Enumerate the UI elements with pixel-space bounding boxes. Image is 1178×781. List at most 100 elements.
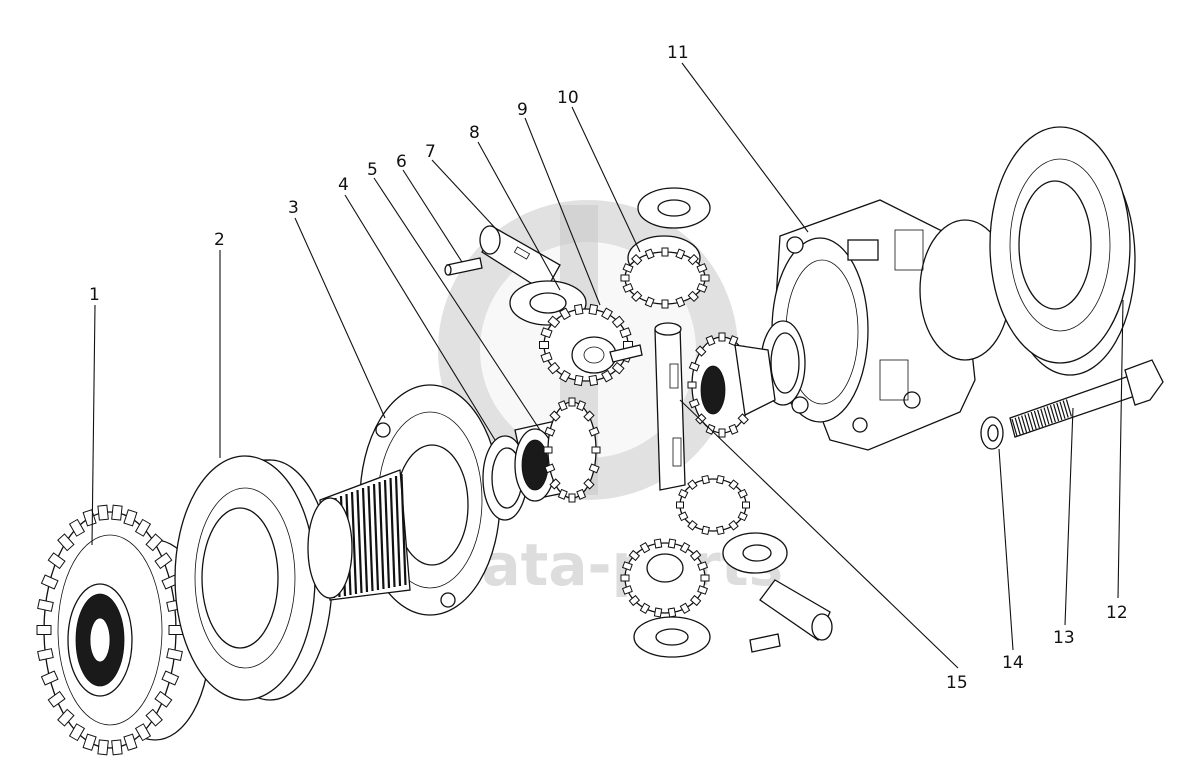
bolt-thread-line	[1027, 413, 1034, 431]
bolt-thread-line	[1033, 410, 1040, 429]
gear-tooth	[57, 533, 75, 552]
callout-6: 6	[396, 152, 407, 172]
gear-tooth	[687, 290, 699, 303]
callout-8: 8	[469, 123, 480, 143]
gear-tooth	[591, 446, 601, 454]
callout-14: 14	[1002, 653, 1024, 673]
callout-10: 10	[557, 88, 579, 108]
gear-tooth	[47, 690, 66, 708]
bolt-thread-line	[1059, 401, 1066, 419]
gear-tooth	[540, 351, 553, 363]
gear-tooth	[37, 648, 54, 661]
spline-ridge	[356, 489, 363, 594]
spline-ridge	[378, 481, 385, 590]
gear-tooth	[57, 708, 75, 727]
spline-ridge	[350, 491, 358, 595]
gear-tooth	[639, 542, 651, 554]
spline-ridge	[367, 485, 374, 592]
gear-tooth	[687, 381, 697, 389]
gear-tooth	[622, 282, 634, 293]
gear-tooth	[622, 263, 634, 274]
gear-tooth	[628, 549, 641, 562]
gear-tooth	[37, 599, 54, 612]
part-3-flanged-housing	[307, 384, 501, 616]
gear-tooth	[675, 248, 686, 260]
callout-7: 7	[425, 142, 436, 162]
gear-tooth	[583, 478, 595, 490]
gear-tooth	[601, 307, 613, 321]
bolt-thread-line	[1017, 416, 1024, 434]
leader-lines	[91, 62, 1124, 669]
gear-tooth	[549, 478, 561, 490]
callout-1: 1	[89, 285, 100, 305]
gear-tooth	[576, 488, 587, 500]
part-6-pin	[444, 257, 483, 276]
gear-tooth	[653, 607, 663, 618]
gear-tooth	[134, 723, 152, 742]
part-15-cross-shaft-side-gear	[654, 322, 776, 491]
callout-5: 5	[367, 160, 378, 180]
watermark-text: data-parts	[440, 531, 783, 599]
callout-labels: 1 2 3 4 5 6 7 8 9 10 11 12 13 14 15	[89, 43, 1128, 693]
gear-tooth	[697, 585, 709, 595]
gear-tooth	[700, 574, 710, 582]
spline-ridge	[389, 477, 396, 588]
gear-tooth	[576, 400, 587, 412]
gear-tooth	[543, 446, 553, 454]
gear-tooth	[716, 525, 725, 536]
callout-15: 15	[946, 673, 968, 693]
gear-tooth	[611, 315, 625, 329]
gear-tooth	[547, 361, 561, 375]
gear-tooth	[145, 533, 163, 552]
gear-tooth	[154, 552, 173, 570]
gear-tooth	[145, 708, 163, 727]
gear-tooth	[40, 574, 59, 590]
gear-tooth	[111, 739, 123, 756]
part-7-short-shaft	[479, 225, 561, 293]
part-2-bearing	[174, 455, 333, 701]
bolt-thread-line	[1056, 402, 1063, 421]
gear-tooth	[620, 274, 630, 282]
gear-tooth	[737, 488, 748, 499]
gear-tooth	[621, 561, 633, 571]
spline-ridge	[400, 473, 407, 586]
gear-tooth	[588, 426, 600, 437]
bolt-thread-line	[1065, 399, 1072, 417]
gear-tooth	[742, 501, 750, 509]
gear-tooth	[559, 307, 571, 321]
gear-tooth	[544, 426, 556, 437]
gear-tooth	[631, 290, 643, 303]
gear-tooth	[695, 413, 707, 425]
housing-thrust-ring	[760, 320, 806, 406]
gear-tooth	[644, 296, 655, 308]
gear-tooth	[111, 504, 123, 521]
bolt-thread-line	[1024, 414, 1031, 432]
gear-tooth	[697, 561, 709, 571]
gear-tooth	[588, 374, 599, 387]
gear-tooth	[539, 341, 549, 349]
bolt-thread-line	[1043, 407, 1050, 425]
gear-tooth	[728, 423, 739, 435]
callout-2: 2	[214, 230, 225, 250]
callout-3: 3	[288, 198, 299, 218]
gear-tooth	[40, 670, 59, 686]
gear-tooth	[601, 369, 613, 383]
part-13-bolt	[1009, 359, 1164, 438]
gear-tooth	[705, 335, 716, 347]
gear-tooth	[36, 625, 52, 635]
gear-tooth	[557, 488, 568, 500]
bolt-thread-line	[1021, 415, 1028, 433]
gear-tooth	[687, 479, 698, 490]
gear-tooth	[679, 542, 691, 554]
part-9-pinion-gear	[539, 303, 643, 387]
bolt-thread-line	[1030, 411, 1037, 430]
gear-tooth	[628, 594, 641, 607]
gear-tooth	[547, 315, 561, 329]
gear-tooth	[728, 520, 739, 531]
gear-tooth	[639, 602, 651, 614]
gear-tooth	[678, 511, 689, 522]
gear-tooth	[688, 398, 700, 409]
spline-ridge	[394, 475, 402, 587]
gear-tooth	[687, 520, 698, 531]
gear-tooth	[718, 428, 726, 438]
